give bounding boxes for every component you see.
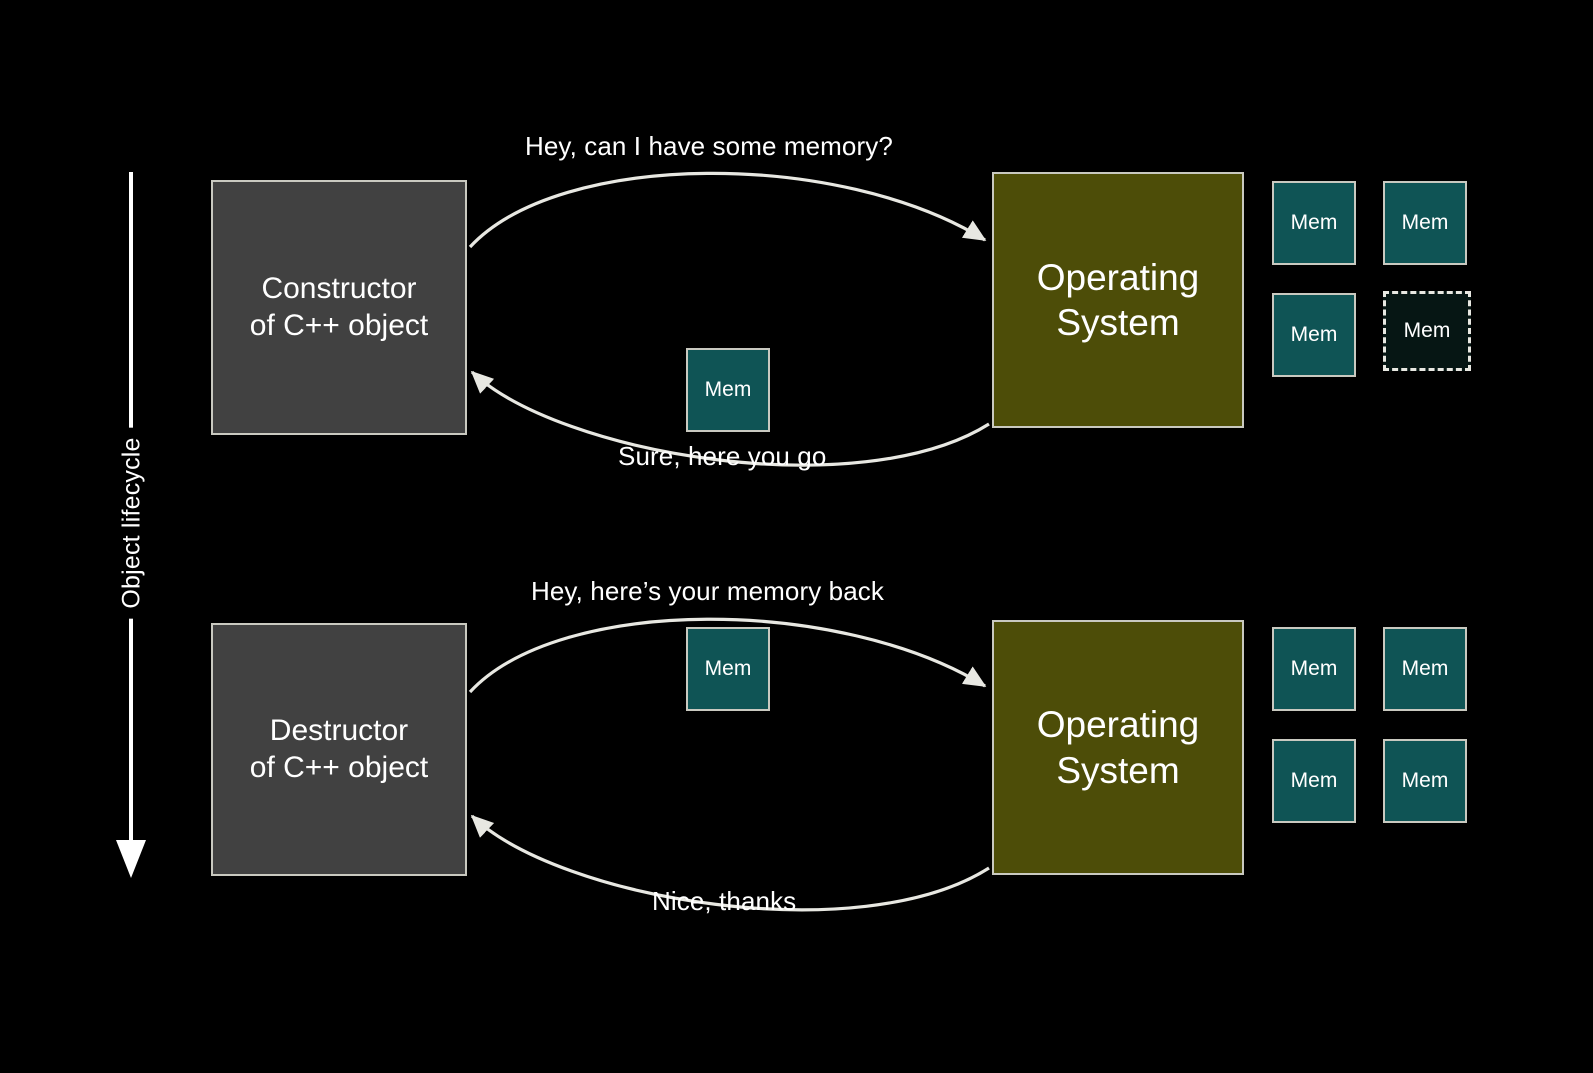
arrow-request-construction [468,171,987,249]
mem-block-label: Mem [704,657,752,680]
mem-block-in-transit-destruction: Mem [686,627,770,711]
caption-response-destruction: Nice, thanks [652,886,797,916]
operating-system-label: Operating System [1036,256,1200,343]
mem-pool-block-free: Mem [1383,291,1471,371]
mem-pool-block: Mem [1272,739,1356,823]
object-lifecycle-label: Object lifecycle [117,427,147,619]
mem-pool-block: Mem [1383,181,1467,265]
operating-system-label: Operating System [1036,704,1200,791]
mem-pool-block: Mem [1272,181,1356,265]
mem-pool-block: Mem [1272,293,1356,377]
mem-block-label: Mem [1401,657,1449,680]
operating-system-box-destruction[interactable]: Operating System [992,620,1244,875]
mem-block-label: Mem [704,378,752,401]
mem-block-label: Mem [1290,323,1338,346]
mem-block-label: Mem [1290,657,1338,680]
destructor-label: Destructor of C++ object [249,713,429,784]
mem-block-label: Mem [1401,769,1449,792]
mem-pool-block: Mem [1383,627,1467,711]
constructor-box[interactable]: Constructor of C++ object [211,180,467,435]
mem-block-in-transit-construction: Mem [686,348,770,432]
mem-block-label: Mem [1290,211,1338,234]
constructor-label: Constructor of C++ object [249,271,429,342]
caption-response-construction: Sure, here you go [618,441,827,471]
object-lifecycle-axis: Object lifecycle [108,168,156,878]
mem-pool-block: Mem [1272,627,1356,711]
mem-block-label: Mem [1290,769,1338,792]
mem-block-label: Mem [1401,211,1449,234]
mem-pool-block: Mem [1383,739,1467,823]
caption-request-destruction: Hey, here’s your memory back [531,576,884,606]
destructor-box[interactable]: Destructor of C++ object [211,623,467,876]
mem-block-label: Mem [1403,319,1451,342]
caption-request-construction: Hey, can I have some memory? [525,131,893,161]
operating-system-box-construction[interactable]: Operating System [992,172,1244,428]
